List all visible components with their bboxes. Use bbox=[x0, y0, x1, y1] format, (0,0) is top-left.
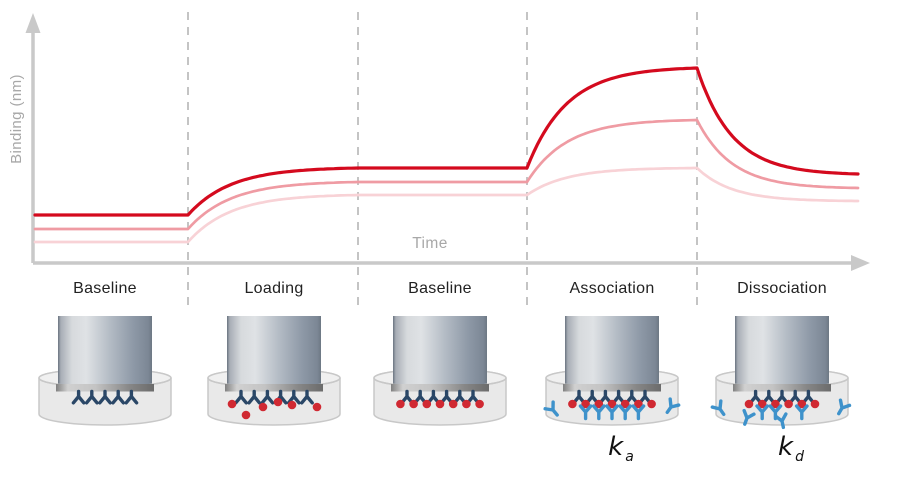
free-analyte-icon bbox=[273, 397, 283, 407]
captured-analyte-icon bbox=[744, 399, 754, 409]
ligand-antibody-icon bbox=[300, 389, 314, 405]
binding-antibody-icon bbox=[631, 404, 646, 421]
ligand-antibody-icon bbox=[260, 389, 275, 405]
captured-analyte-icon bbox=[810, 399, 820, 409]
binding-curves bbox=[33, 66, 860, 244]
sensor-surface bbox=[563, 384, 661, 392]
binding-antibody-icon bbox=[543, 400, 559, 417]
curve-medium-concentration bbox=[33, 118, 860, 231]
ligand-antibody-icon bbox=[234, 389, 248, 405]
binding-antibody-icon bbox=[794, 404, 809, 421]
x-axis-label: Time bbox=[412, 235, 448, 252]
biosensor-tip bbox=[393, 316, 487, 385]
captured-analyte-icon bbox=[757, 399, 767, 409]
ligand-antibody-icon bbox=[98, 389, 112, 405]
captured-analyte-icon bbox=[396, 399, 405, 409]
ligand-antibody-icon bbox=[84, 389, 99, 405]
captured-analyte-icon bbox=[647, 399, 656, 409]
captured-analyte-icon bbox=[594, 399, 604, 409]
captured-analyte-icon bbox=[607, 399, 617, 409]
phase-label-0: Baseline bbox=[73, 280, 137, 297]
rate-symbol: k bbox=[778, 432, 794, 462]
captured-analyte-icon bbox=[475, 399, 484, 409]
chart-axes bbox=[25, 13, 870, 271]
captured-analyte-icon bbox=[568, 399, 577, 409]
phase-label-4: Dissociation bbox=[737, 280, 827, 297]
phase-label-1: Loading bbox=[244, 280, 304, 297]
sensor-surface bbox=[56, 384, 154, 392]
ligand-antibody-icon bbox=[124, 389, 139, 405]
binding-antibody-icon bbox=[605, 404, 619, 421]
binding-antibody-icon bbox=[665, 397, 681, 415]
captured-analyte-icon bbox=[422, 399, 432, 409]
x-axis-arrow-icon bbox=[851, 255, 870, 271]
ligand-antibody-icon bbox=[247, 389, 262, 405]
rate-subscript: d bbox=[795, 449, 804, 465]
binding-antibody-icon bbox=[742, 408, 756, 426]
binding-antibody-icon bbox=[710, 399, 726, 417]
sensor-illustration-1 bbox=[199, 314, 349, 446]
captured-analyte-icon bbox=[581, 399, 590, 409]
biosensor-tip bbox=[227, 316, 321, 385]
captured-analyte-icon bbox=[448, 399, 458, 409]
rate-symbol: k bbox=[608, 432, 624, 462]
sensor-illustration-3 bbox=[537, 314, 687, 446]
binding-antibody-icon bbox=[837, 398, 852, 416]
curve-low-concentration bbox=[33, 166, 860, 244]
rate-subscript: a bbox=[625, 449, 634, 465]
phase-label-2: Baseline bbox=[408, 280, 472, 297]
captured-analyte-icon bbox=[784, 399, 793, 409]
free-analyte-icon bbox=[258, 402, 268, 412]
binding-antibody-icon bbox=[591, 404, 606, 421]
sensor-surface bbox=[733, 384, 831, 392]
biosensor-tip bbox=[58, 316, 152, 385]
captured-analyte-icon bbox=[462, 399, 471, 409]
captured-analyte-icon bbox=[797, 399, 807, 409]
captured-analyte-icon bbox=[435, 399, 445, 409]
binding-antibody-icon bbox=[578, 404, 593, 421]
captured-analyte-icon bbox=[620, 399, 630, 409]
phase-divider-lines bbox=[187, 12, 698, 308]
sensor-surface bbox=[391, 384, 489, 392]
binding-antibody-icon bbox=[618, 404, 633, 421]
phase-label-3: Association bbox=[569, 280, 655, 297]
y-axis-arrow-icon bbox=[25, 13, 41, 33]
free-analyte-icon bbox=[312, 402, 322, 412]
free-analyte-icon bbox=[241, 410, 251, 420]
captured-analyte-icon bbox=[771, 399, 780, 409]
binding-antibody-icon bbox=[773, 412, 788, 430]
captured-analyte-icon bbox=[634, 399, 643, 409]
sensor-illustration-2 bbox=[365, 314, 515, 446]
biosensor-tip bbox=[735, 316, 829, 385]
free-analyte-icon bbox=[227, 399, 237, 409]
sensor-surface bbox=[225, 384, 323, 392]
sensor-illustration-0 bbox=[30, 314, 180, 446]
ligand-antibody-icon bbox=[71, 389, 86, 405]
sensor-illustration-4 bbox=[707, 314, 857, 446]
curve-high-concentration bbox=[33, 66, 860, 217]
sensorgram-chart bbox=[25, 12, 870, 308]
free-analyte-icon bbox=[287, 400, 297, 410]
ligand-antibody-icon bbox=[111, 389, 126, 405]
biosensor-tip bbox=[565, 316, 659, 385]
captured-analyte-icon bbox=[409, 399, 418, 409]
binding-antibody-icon bbox=[755, 404, 770, 421]
y-axis-label: Binding (nm) bbox=[8, 74, 25, 164]
